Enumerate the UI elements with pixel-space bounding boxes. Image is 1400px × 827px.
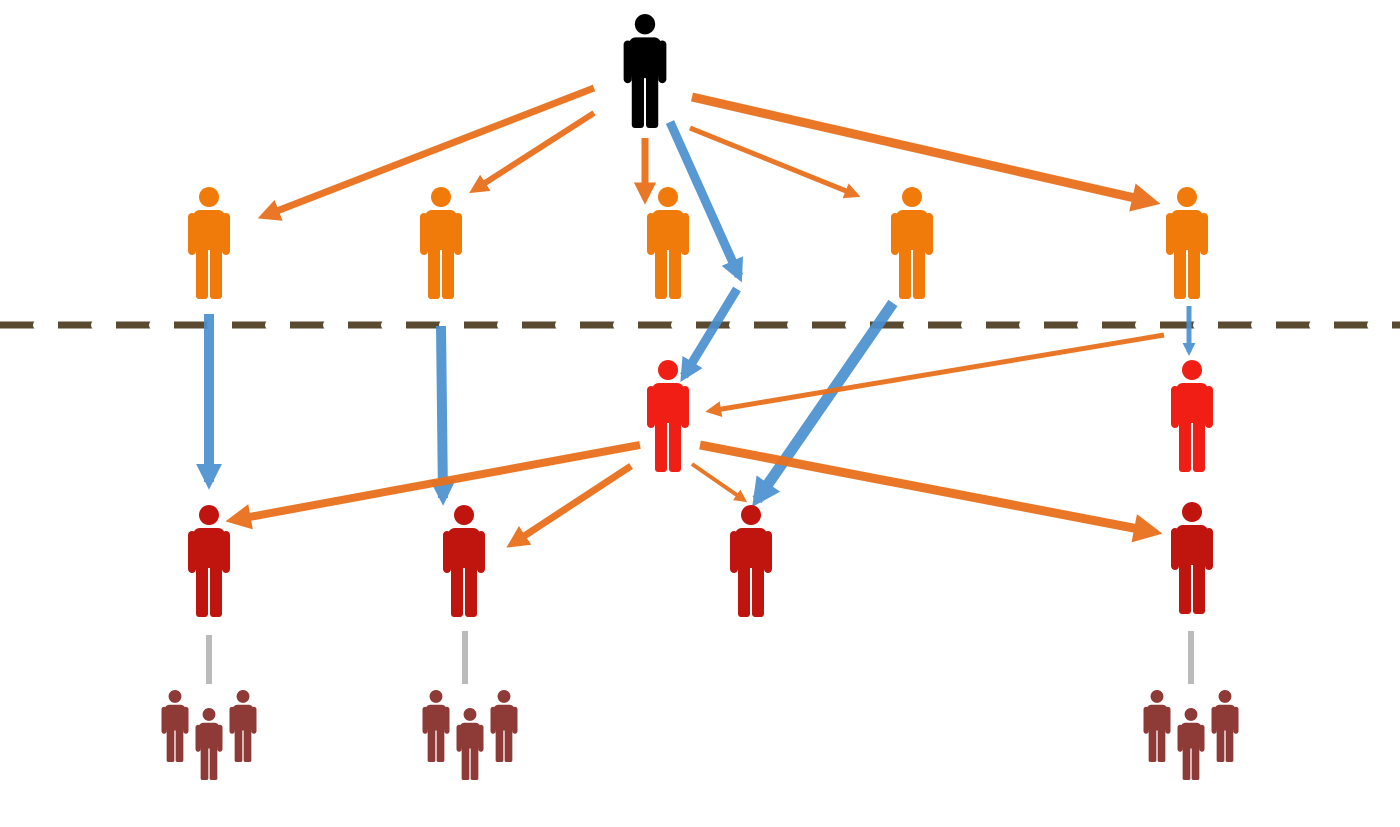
divider-dot [33,320,43,330]
divider-dot [265,320,275,330]
divider-dot [91,320,101,330]
person-icon [1171,360,1213,472]
divider-dot [1019,320,1029,330]
group-of-people-icon [161,690,257,780]
person-icon [1166,187,1208,299]
person-icon [195,708,223,780]
person-icon [730,505,772,617]
groups-layer [161,690,1239,780]
orange-arrow-i1-to-s4 [699,440,1163,543]
divider-dot [671,320,681,330]
divider-dot [381,320,391,330]
person-icon [490,690,518,762]
divider-dot [1251,320,1261,330]
person-icon [422,690,450,762]
divider-dot [1077,320,1087,330]
person-icon [420,187,462,299]
divider-dot [613,320,623,330]
person-icon [1177,708,1205,780]
person-icon [188,505,230,617]
person-icon [456,708,484,780]
orange-arrow-i1-to-s3 [690,462,748,503]
orange-arrow-source-to-c2 [469,110,596,194]
group-of-people-icon [1143,690,1239,780]
person-icon [161,690,189,762]
orange-arrow-source-to-c5 [690,92,1161,212]
blue-arrow-source-to-i1-continued [680,286,741,382]
divider-dot [555,320,565,330]
blue-arrow-c2-to-s2 [429,325,456,506]
divider-dot [497,320,507,330]
divider-dot [787,320,797,330]
person-icon [623,14,667,128]
divider-dot [845,320,855,330]
divider-dot [1309,320,1319,330]
orange-arrow-i1-to-s2 [506,463,633,548]
divider-dot [903,320,913,330]
blue-arrow-source-to-i1 [665,120,744,283]
group-of-people-icon [422,690,518,780]
blue-arrow-c4-to-s3 [752,299,898,508]
orange-arrow-i1-to-s1 [225,441,641,530]
divider-dot [1193,320,1203,330]
person-icon [229,690,257,762]
orange-arrow-source-to-c4 [689,125,861,199]
divider-layer [0,320,1400,330]
person-icon [188,187,230,299]
divider-dot [323,320,333,330]
divider-dot [1367,320,1377,330]
person-icon [443,505,485,617]
person-icon [891,187,933,299]
divider-dot [961,320,971,330]
divider-dot [729,320,739,330]
divider-dot [149,320,159,330]
divider-dot [1135,320,1145,330]
orange-arrow-c5-to-i1 [705,332,1165,418]
person-icon [647,187,689,299]
person-icon [1171,502,1213,614]
orange-arrow-source-to-c1 [257,84,596,221]
links-layer [196,84,1196,684]
people-layer [188,14,1213,617]
person-icon [647,360,689,472]
person-icon [1143,690,1171,762]
person-icon [1211,690,1239,762]
